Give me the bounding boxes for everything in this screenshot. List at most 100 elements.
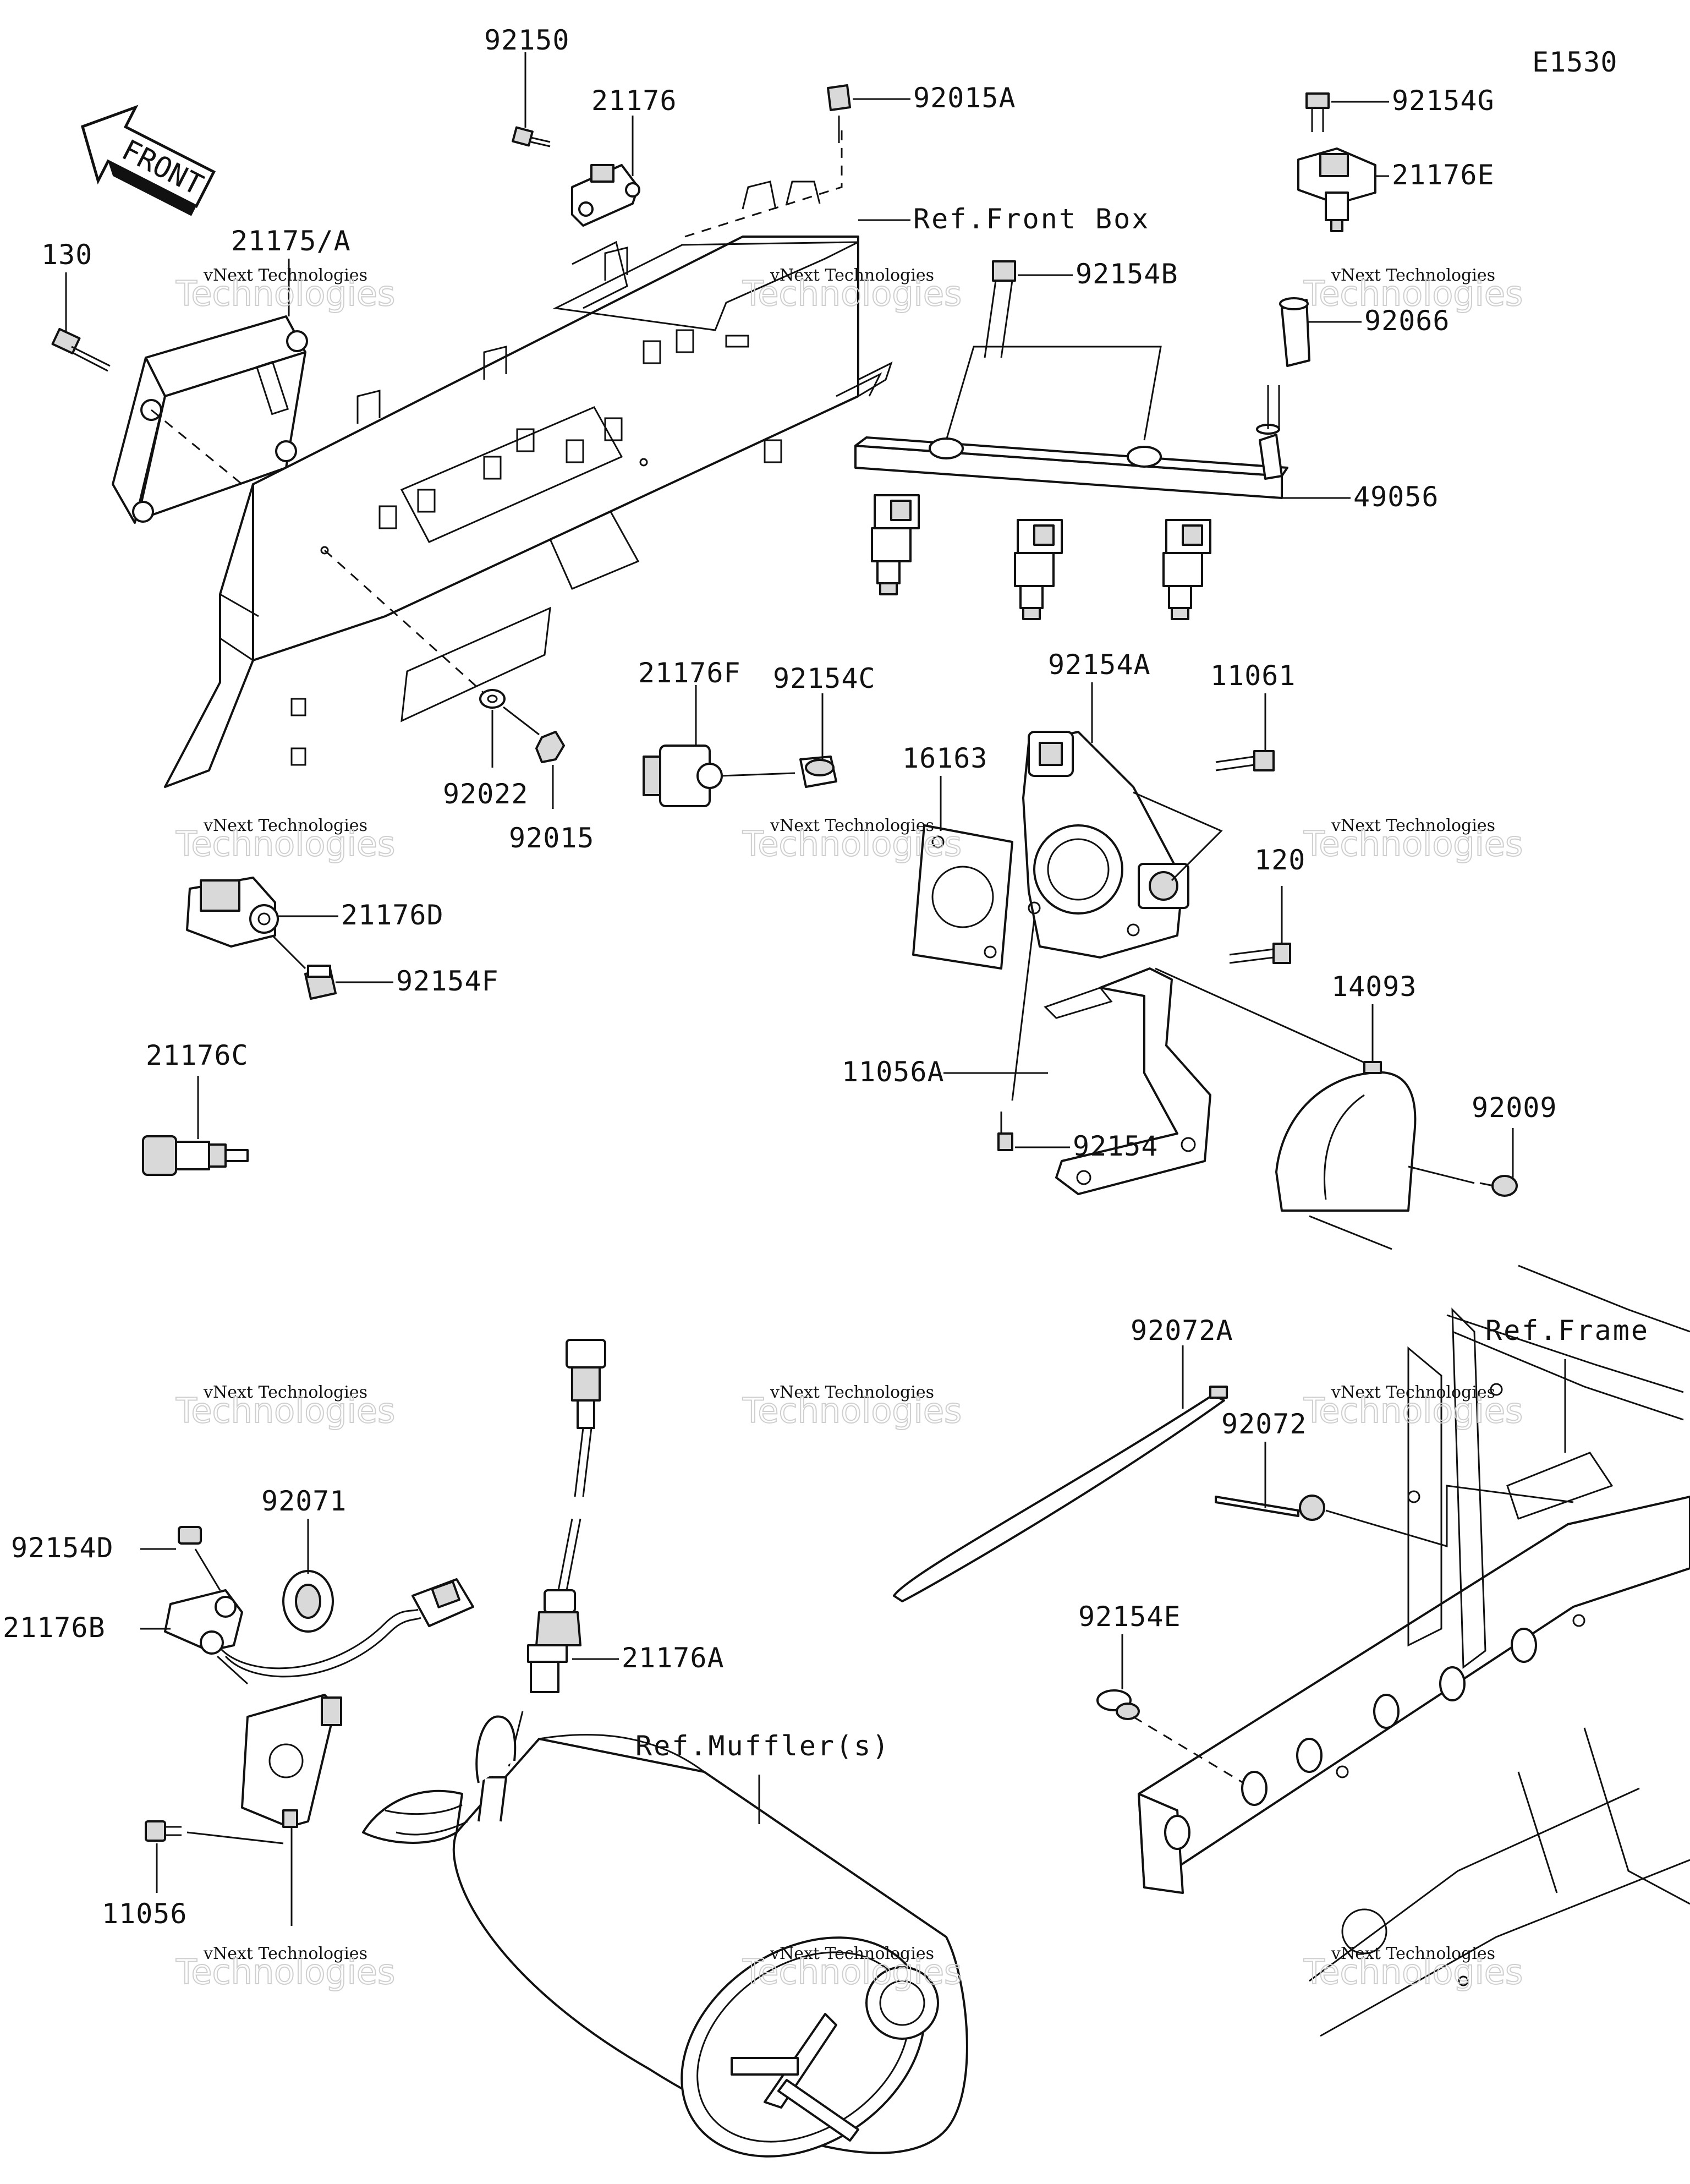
fuel-rail-49056 xyxy=(854,385,1288,499)
label-16163: 92154A xyxy=(1048,649,1151,681)
muffler-reference xyxy=(362,1715,968,2158)
label-92154: 92154 xyxy=(1073,1130,1159,1162)
sensor-21176 xyxy=(571,164,640,227)
watermark-bottom-right: vNext Technologies Technologies xyxy=(1303,1944,1523,1993)
label-92154a: 11061 xyxy=(1210,660,1296,692)
leader-92171-dash xyxy=(1133,1716,1244,1784)
label-92150: 92150 xyxy=(484,24,570,56)
label-92154f: 92154F xyxy=(396,965,499,997)
cable-tie-92072a xyxy=(893,1386,1228,1602)
ref-front-box-label: Ref.Front Box xyxy=(913,203,1150,235)
throttle-body-16163 xyxy=(1022,731,1189,959)
svg-text:vNext Technologies: vNext Technologies xyxy=(203,1383,367,1402)
svg-text:Technologies: Technologies xyxy=(1303,1391,1523,1431)
label-92015a: 92015A xyxy=(913,82,1016,114)
leader-cover-line xyxy=(1155,967,1376,1069)
watermark-mid-right: vNext Technologies Technologies xyxy=(1303,816,1523,864)
leader-92154b-fork xyxy=(945,346,1162,441)
sensor-21176d xyxy=(186,877,279,948)
svg-text:vNext Technologies: vNext Technologies xyxy=(1331,266,1495,285)
clip-92015a xyxy=(827,84,851,111)
injector-2 xyxy=(1014,519,1063,620)
svg-text:Technologies: Technologies xyxy=(175,824,395,864)
label-21176: 21176 xyxy=(591,85,677,117)
svg-text:vNext Technologies: vNext Technologies xyxy=(1331,1944,1495,1963)
label-21176c: 21176C xyxy=(146,1039,249,1071)
cable-tie-92072 xyxy=(1215,1495,1325,1521)
leader-21175a-dash xyxy=(151,409,243,485)
watermark-top-center: vNext Technologies Technologies xyxy=(742,266,962,314)
label-92066: 92066 xyxy=(1364,305,1450,337)
label-92072: 92072 xyxy=(1221,1408,1307,1440)
svg-text:Technologies: Technologies xyxy=(742,1391,962,1431)
bolt-92009 xyxy=(1479,1175,1518,1197)
ref-muffler-label: Ref.Muffler(s) xyxy=(635,1730,890,1762)
watermark-bottom-left: vNext Technologies Technologies xyxy=(175,1944,396,1993)
bolt-92154g xyxy=(1305,92,1330,132)
bolt-92154b xyxy=(984,260,1016,358)
bolt-130 xyxy=(51,327,111,372)
label-92071: 92071 xyxy=(261,1485,347,1517)
sensor-21176b xyxy=(164,1578,474,1678)
leader-cover-bottom xyxy=(1309,1215,1392,1250)
front-arrow-icon: FRONT xyxy=(80,105,216,216)
svg-text:vNext Technologies: vNext Technologies xyxy=(1331,1383,1495,1402)
leader-front-box-dash xyxy=(684,127,843,238)
svg-text:Technologies: Technologies xyxy=(742,824,962,864)
bolt-92154 xyxy=(997,1112,1013,1151)
cover-14093 xyxy=(1275,1061,1417,1212)
nut-92015 xyxy=(535,731,565,763)
label-21176d: 21176D xyxy=(341,899,444,931)
label-49056: 49056 xyxy=(1353,481,1439,513)
leader-washer-dash xyxy=(323,549,485,694)
svg-text:Technologies: Technologies xyxy=(1303,273,1523,314)
watermark-mid-center: vNext Technologies Technologies xyxy=(742,816,962,864)
leader-cover-right xyxy=(1408,1165,1475,1184)
leader-throttle-dash xyxy=(1011,918,1035,1101)
grommet-92071 xyxy=(282,1570,334,1633)
label-92154b: 92154B xyxy=(1076,258,1178,290)
label-92154c: 92154C xyxy=(773,663,876,694)
watermark-lower-center: vNext Technologies Technologies xyxy=(742,1383,962,1431)
label-92154e: 11056 xyxy=(102,1898,188,1930)
label-21176f: 21176F xyxy=(638,657,741,689)
injector-1 xyxy=(871,494,920,595)
label-21175a: 21175/A xyxy=(231,225,351,257)
cap-92066 xyxy=(1279,297,1310,367)
bracket-11056 xyxy=(241,1694,342,1828)
label-21176a: 21176A xyxy=(622,1642,725,1674)
label-92009: 92009 xyxy=(1472,1092,1557,1124)
label-92171: 92154E xyxy=(1078,1601,1181,1633)
svg-text:vNext Technologies: vNext Technologies xyxy=(203,1944,367,1963)
bolt-92154d xyxy=(178,1526,202,1545)
watermark-top-left: vNext Technologies Technologies xyxy=(175,266,396,314)
label-92072a: 92072A xyxy=(1131,1315,1233,1346)
diagram-code: E1530 xyxy=(1532,46,1618,78)
clamp-92171 xyxy=(1096,1689,1140,1720)
injector-3 xyxy=(1162,519,1211,620)
label-11056a: 11056A xyxy=(842,1056,945,1088)
label-14093: 14093 xyxy=(1331,971,1417,1003)
label-92154d: 92154D xyxy=(11,1532,114,1564)
label-92022: 92022 xyxy=(443,778,529,810)
bolt-92154e xyxy=(145,1820,182,1842)
label-92015: 92015 xyxy=(509,822,595,854)
sensor-21176c xyxy=(142,1135,249,1176)
svg-text:Technologies: Technologies xyxy=(742,273,962,314)
svg-text:vNext Technologies: vNext Technologies xyxy=(770,816,934,835)
svg-text:vNext Technologies: vNext Technologies xyxy=(1331,816,1495,835)
svg-text:vNext Technologies: vNext Technologies xyxy=(203,266,367,285)
front-box-reference xyxy=(164,180,893,788)
bolt-92150 xyxy=(512,126,551,147)
leader-92072-line xyxy=(1325,1485,1574,1548)
bolt-92154f xyxy=(304,965,337,1000)
svg-text:vNext Technologies: vNext Technologies xyxy=(770,1383,934,1402)
label-130: 130 xyxy=(41,239,92,271)
bolt-120 xyxy=(1229,943,1291,964)
gasket-11061 xyxy=(912,824,1013,970)
sensor-21176f xyxy=(643,745,723,807)
svg-text:Technologies: Technologies xyxy=(1303,1952,1523,1992)
sensor-21176e xyxy=(1297,147,1376,232)
